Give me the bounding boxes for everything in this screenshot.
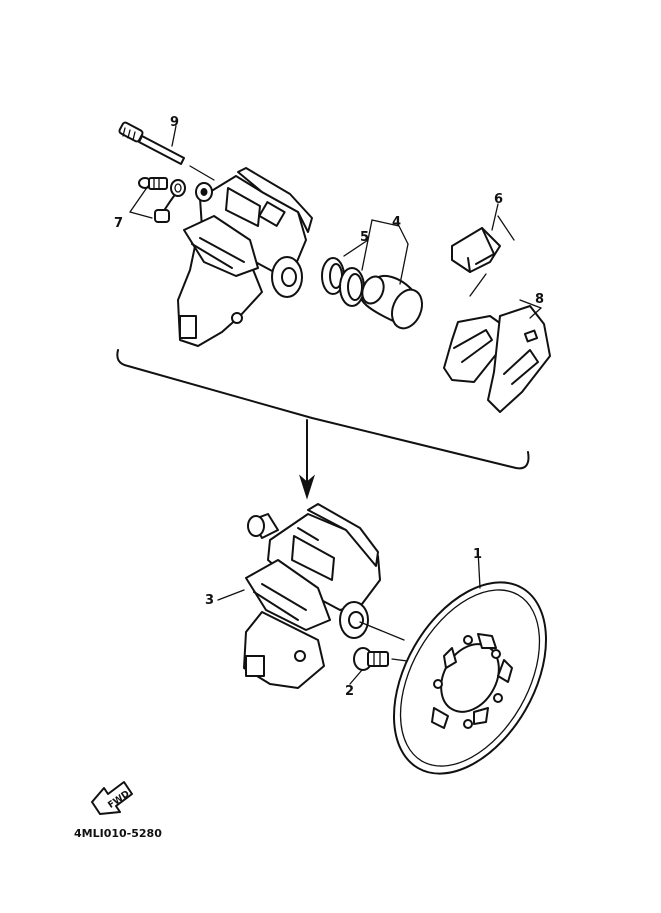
part-bleed-screw (138, 177, 186, 223)
leader-lines-bottom (217, 549, 481, 685)
callout-2: 2 (345, 684, 354, 699)
callout-1: 1 (473, 547, 482, 562)
callout-9: 9 (170, 115, 179, 130)
part-caliper-assembly (243, 503, 381, 689)
part-piston-seals (321, 257, 365, 307)
part-brake-disc (393, 581, 547, 775)
part-pad-spring (451, 227, 501, 273)
callout-4: 4 (392, 215, 401, 230)
callout-6: 6 (494, 192, 503, 207)
callout-5: 5 (360, 230, 369, 245)
forward-arrow-icon: FWD (91, 781, 133, 815)
part-brake-pads (443, 305, 551, 413)
callout-7: 7 (114, 216, 123, 231)
assembly-bracket-line (116, 349, 530, 470)
part-caliper-body-exploded (177, 167, 313, 347)
leader-lines-top (129, 125, 542, 319)
callout-3: 3 (205, 593, 214, 608)
diagram-code: 4MLI010-5280 (74, 827, 162, 840)
assembly-arrow (298, 419, 316, 500)
part-pin-bolt (118, 121, 215, 181)
part-disc-bolt (353, 647, 431, 671)
part-piston (361, 275, 423, 330)
callout-8: 8 (535, 292, 544, 307)
